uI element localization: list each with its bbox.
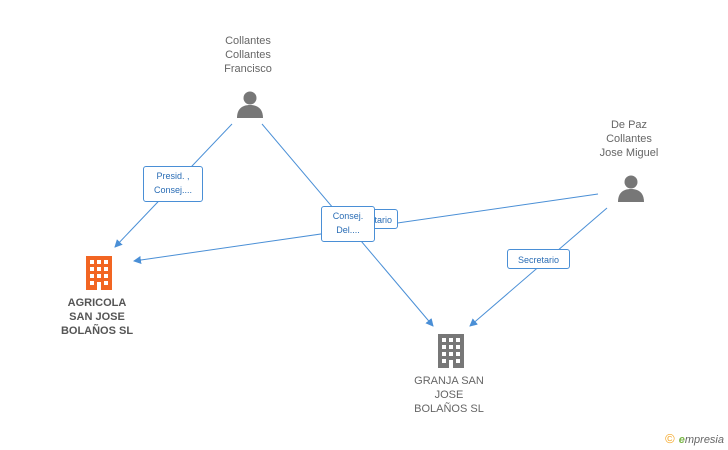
relation-label-line: Consej. bbox=[332, 211, 364, 221]
person-name-depaz[interactable]: De Paz Collantes Jose Miguel bbox=[579, 118, 679, 160]
company-name-line: BOLAÑOS SL bbox=[60, 325, 134, 337]
relation-label-depaz-granja[interactable]: Secretario bbox=[507, 249, 570, 269]
person-icon[interactable] bbox=[616, 173, 646, 203]
person-name-line: Collantes bbox=[225, 35, 271, 47]
company-name-line: GRANJA SAN bbox=[414, 375, 484, 387]
person-name-collantes[interactable]: Collantes Collantes Francisco bbox=[198, 34, 298, 76]
person-name-line: Collantes bbox=[225, 49, 271, 61]
company-name-line: BOLAÑOS SL bbox=[414, 403, 484, 415]
brand-name: mpresia bbox=[684, 434, 724, 446]
company-name-line: SAN JOSE bbox=[69, 311, 125, 323]
person-name-line: Collantes bbox=[606, 133, 652, 145]
company-name-granja[interactable]: GRANJA SAN JOSE BOLAÑOS SL bbox=[399, 374, 499, 416]
brand-initial: e bbox=[678, 434, 685, 446]
relation-label-line: Consej.... bbox=[153, 185, 193, 195]
person-name-line: Francisco bbox=[224, 63, 272, 75]
relation-label-collantes-agricola[interactable]: Presid. , Consej.... bbox=[143, 166, 203, 202]
relation-label-line: Presid. , bbox=[156, 171, 190, 181]
person-icon[interactable] bbox=[235, 89, 265, 119]
relation-label-line: Del.... bbox=[336, 225, 360, 235]
company-name-agricola[interactable]: AGRICOLA SAN JOSE BOLAÑOS SL bbox=[47, 296, 147, 338]
person-name-line: De Paz bbox=[610, 119, 648, 131]
building-icon[interactable] bbox=[436, 334, 466, 368]
relation-label-line: Secretario bbox=[517, 255, 560, 265]
person-name-line: Jose Miguel bbox=[599, 147, 659, 159]
copyright-symbol: © bbox=[665, 431, 675, 446]
building-icon[interactable] bbox=[84, 256, 114, 290]
relation-label-collantes-granja[interactable]: Consej. Del.... bbox=[321, 206, 375, 242]
company-name-line: AGRICOLA bbox=[67, 297, 127, 309]
empresia-logo: ©empresia bbox=[665, 431, 724, 446]
company-name-line: JOSE bbox=[434, 389, 464, 401]
